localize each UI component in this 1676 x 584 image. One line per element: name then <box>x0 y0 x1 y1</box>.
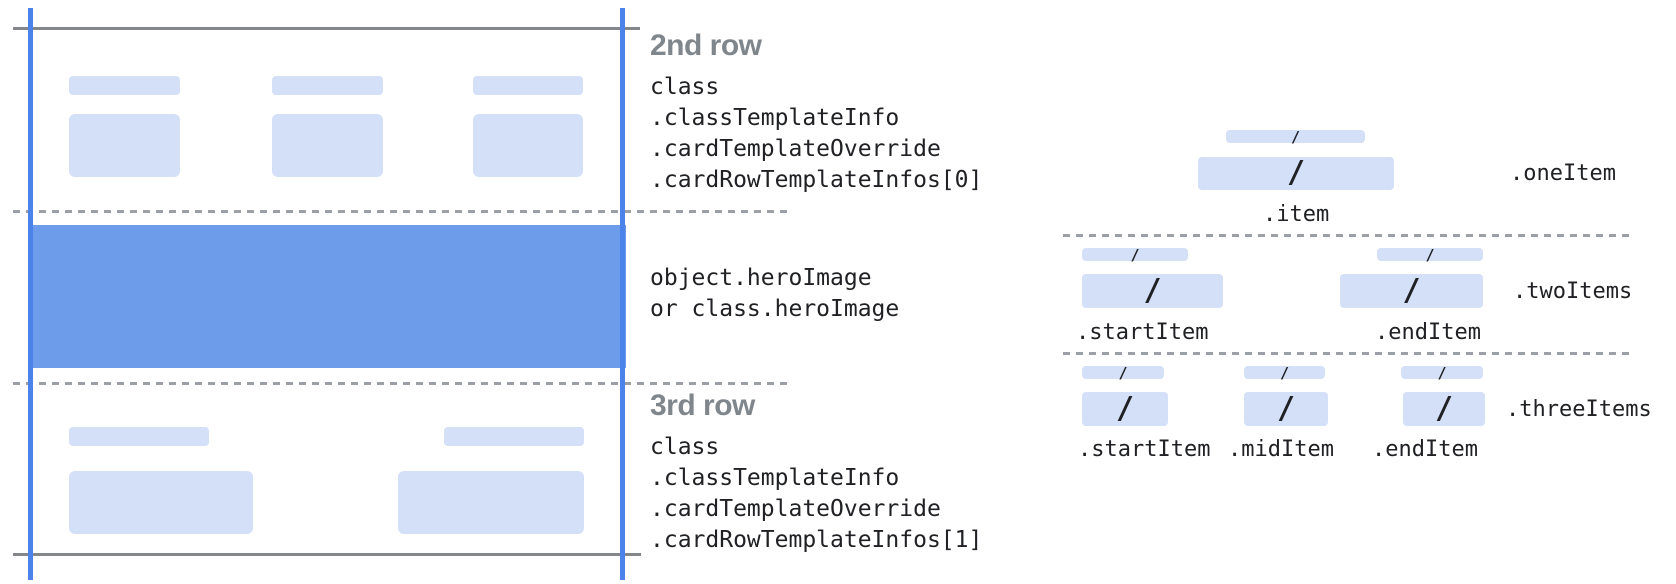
oneitem-item-label: .item <box>1263 202 1330 227</box>
threeitems-mid-label-bar: / <box>1244 363 1325 382</box>
hero-dashed-divider <box>13 382 790 385</box>
slash-glyph: / <box>1279 363 1290 382</box>
row3-class-path-line: .classTemplateInfo <box>650 465 900 491</box>
slash-glyph: / <box>1290 127 1301 146</box>
row2-col3-label-bar <box>473 76 583 95</box>
slash-glyph: / <box>1118 363 1128 382</box>
slash-glyph: / <box>1130 245 1140 264</box>
row2-dashed-divider <box>13 210 790 213</box>
slash-glyph: / <box>1437 363 1447 382</box>
row2-class-path-line: .cardRowTemplateInfos[0] <box>650 167 983 193</box>
slash-glyph: / <box>1286 155 1306 190</box>
threeitems-mid-value-bar: / <box>1244 390 1328 426</box>
row2-class-path-line: .classTemplateInfo <box>650 105 900 131</box>
row3-col2-value-block <box>398 471 584 534</box>
threeitems-enditem-label: .endItem <box>1372 437 1478 462</box>
row3-class-path-line: .cardTemplateOverride <box>650 496 941 522</box>
threeitems-name-label: .threeItems <box>1506 397 1652 422</box>
oneitem-value-bar: / <box>1198 155 1394 190</box>
slash-glyph: / <box>1434 390 1454 426</box>
oneitem-name-label: .oneItem <box>1510 161 1616 186</box>
twoitems-dashed-divider <box>1063 352 1630 355</box>
threeitems-startitem-label: .startItem <box>1078 437 1211 462</box>
row2-heading: 2nd row <box>650 29 762 62</box>
twoitems-startitem-label: .startItem <box>1076 320 1209 345</box>
card-right-guide-line <box>620 8 625 580</box>
threeitems-end-label-bar: / <box>1401 363 1483 382</box>
row2-col1-label-bar <box>69 76 180 95</box>
twoitems-start-label-bar: / <box>1082 245 1188 264</box>
card-top-border-line <box>13 27 640 30</box>
slash-glyph: / <box>1143 272 1162 308</box>
row2-class-path-line: .cardTemplateOverride <box>650 136 941 162</box>
row2-col2-value-block <box>272 114 383 177</box>
threeitems-miditem-label: .midItem <box>1228 437 1334 462</box>
card-left-guide-line <box>28 8 33 580</box>
row3-col1-value-block <box>69 471 253 534</box>
threeitems-start-value-bar: / <box>1082 390 1168 426</box>
row2-col2-label-bar <box>272 76 383 95</box>
row2-class-path-line: class <box>650 74 720 100</box>
row3-class-path-line: class <box>650 434 720 460</box>
row3-col1-label-bar <box>69 427 209 446</box>
twoitems-start-value-bar: / <box>1082 272 1223 308</box>
row3-annotation: 3rd row class .classTemplateInfo .cardTe… <box>650 391 982 556</box>
hero-path-line: or class.heroImage <box>650 296 900 322</box>
oneitem-dashed-divider <box>1063 234 1630 237</box>
hero-image-band <box>28 225 626 368</box>
slash-glyph: / <box>1425 245 1435 264</box>
threeitems-start-label-bar: / <box>1082 363 1164 382</box>
row2-annotation: 2nd row class .classTemplateInfo .cardTe… <box>650 31 982 196</box>
row3-class-path-line: .cardRowTemplateInfos[1] <box>650 527 983 553</box>
card-bottom-border-line <box>13 553 641 556</box>
slash-glyph: / <box>1115 390 1135 426</box>
row3-heading: 3rd row <box>650 389 755 422</box>
twoitems-enditem-label: .endItem <box>1375 320 1481 345</box>
threeitems-end-value-bar: / <box>1403 390 1485 426</box>
twoitems-end-value-bar: / <box>1340 272 1483 308</box>
row2-col1-value-block <box>69 114 180 177</box>
slash-glyph: / <box>1276 390 1296 426</box>
row2-col3-value-block <box>473 114 583 177</box>
slash-glyph: / <box>1402 272 1421 308</box>
row3-col2-label-bar <box>444 427 584 446</box>
hero-path-line: object.heroImage <box>650 265 872 291</box>
twoitems-end-label-bar: / <box>1377 245 1483 264</box>
hero-annotation: object.heroImage or class.heroImage <box>650 263 899 325</box>
oneitem-label-bar: / <box>1226 127 1365 146</box>
twoitems-name-label: .twoItems <box>1513 279 1633 304</box>
